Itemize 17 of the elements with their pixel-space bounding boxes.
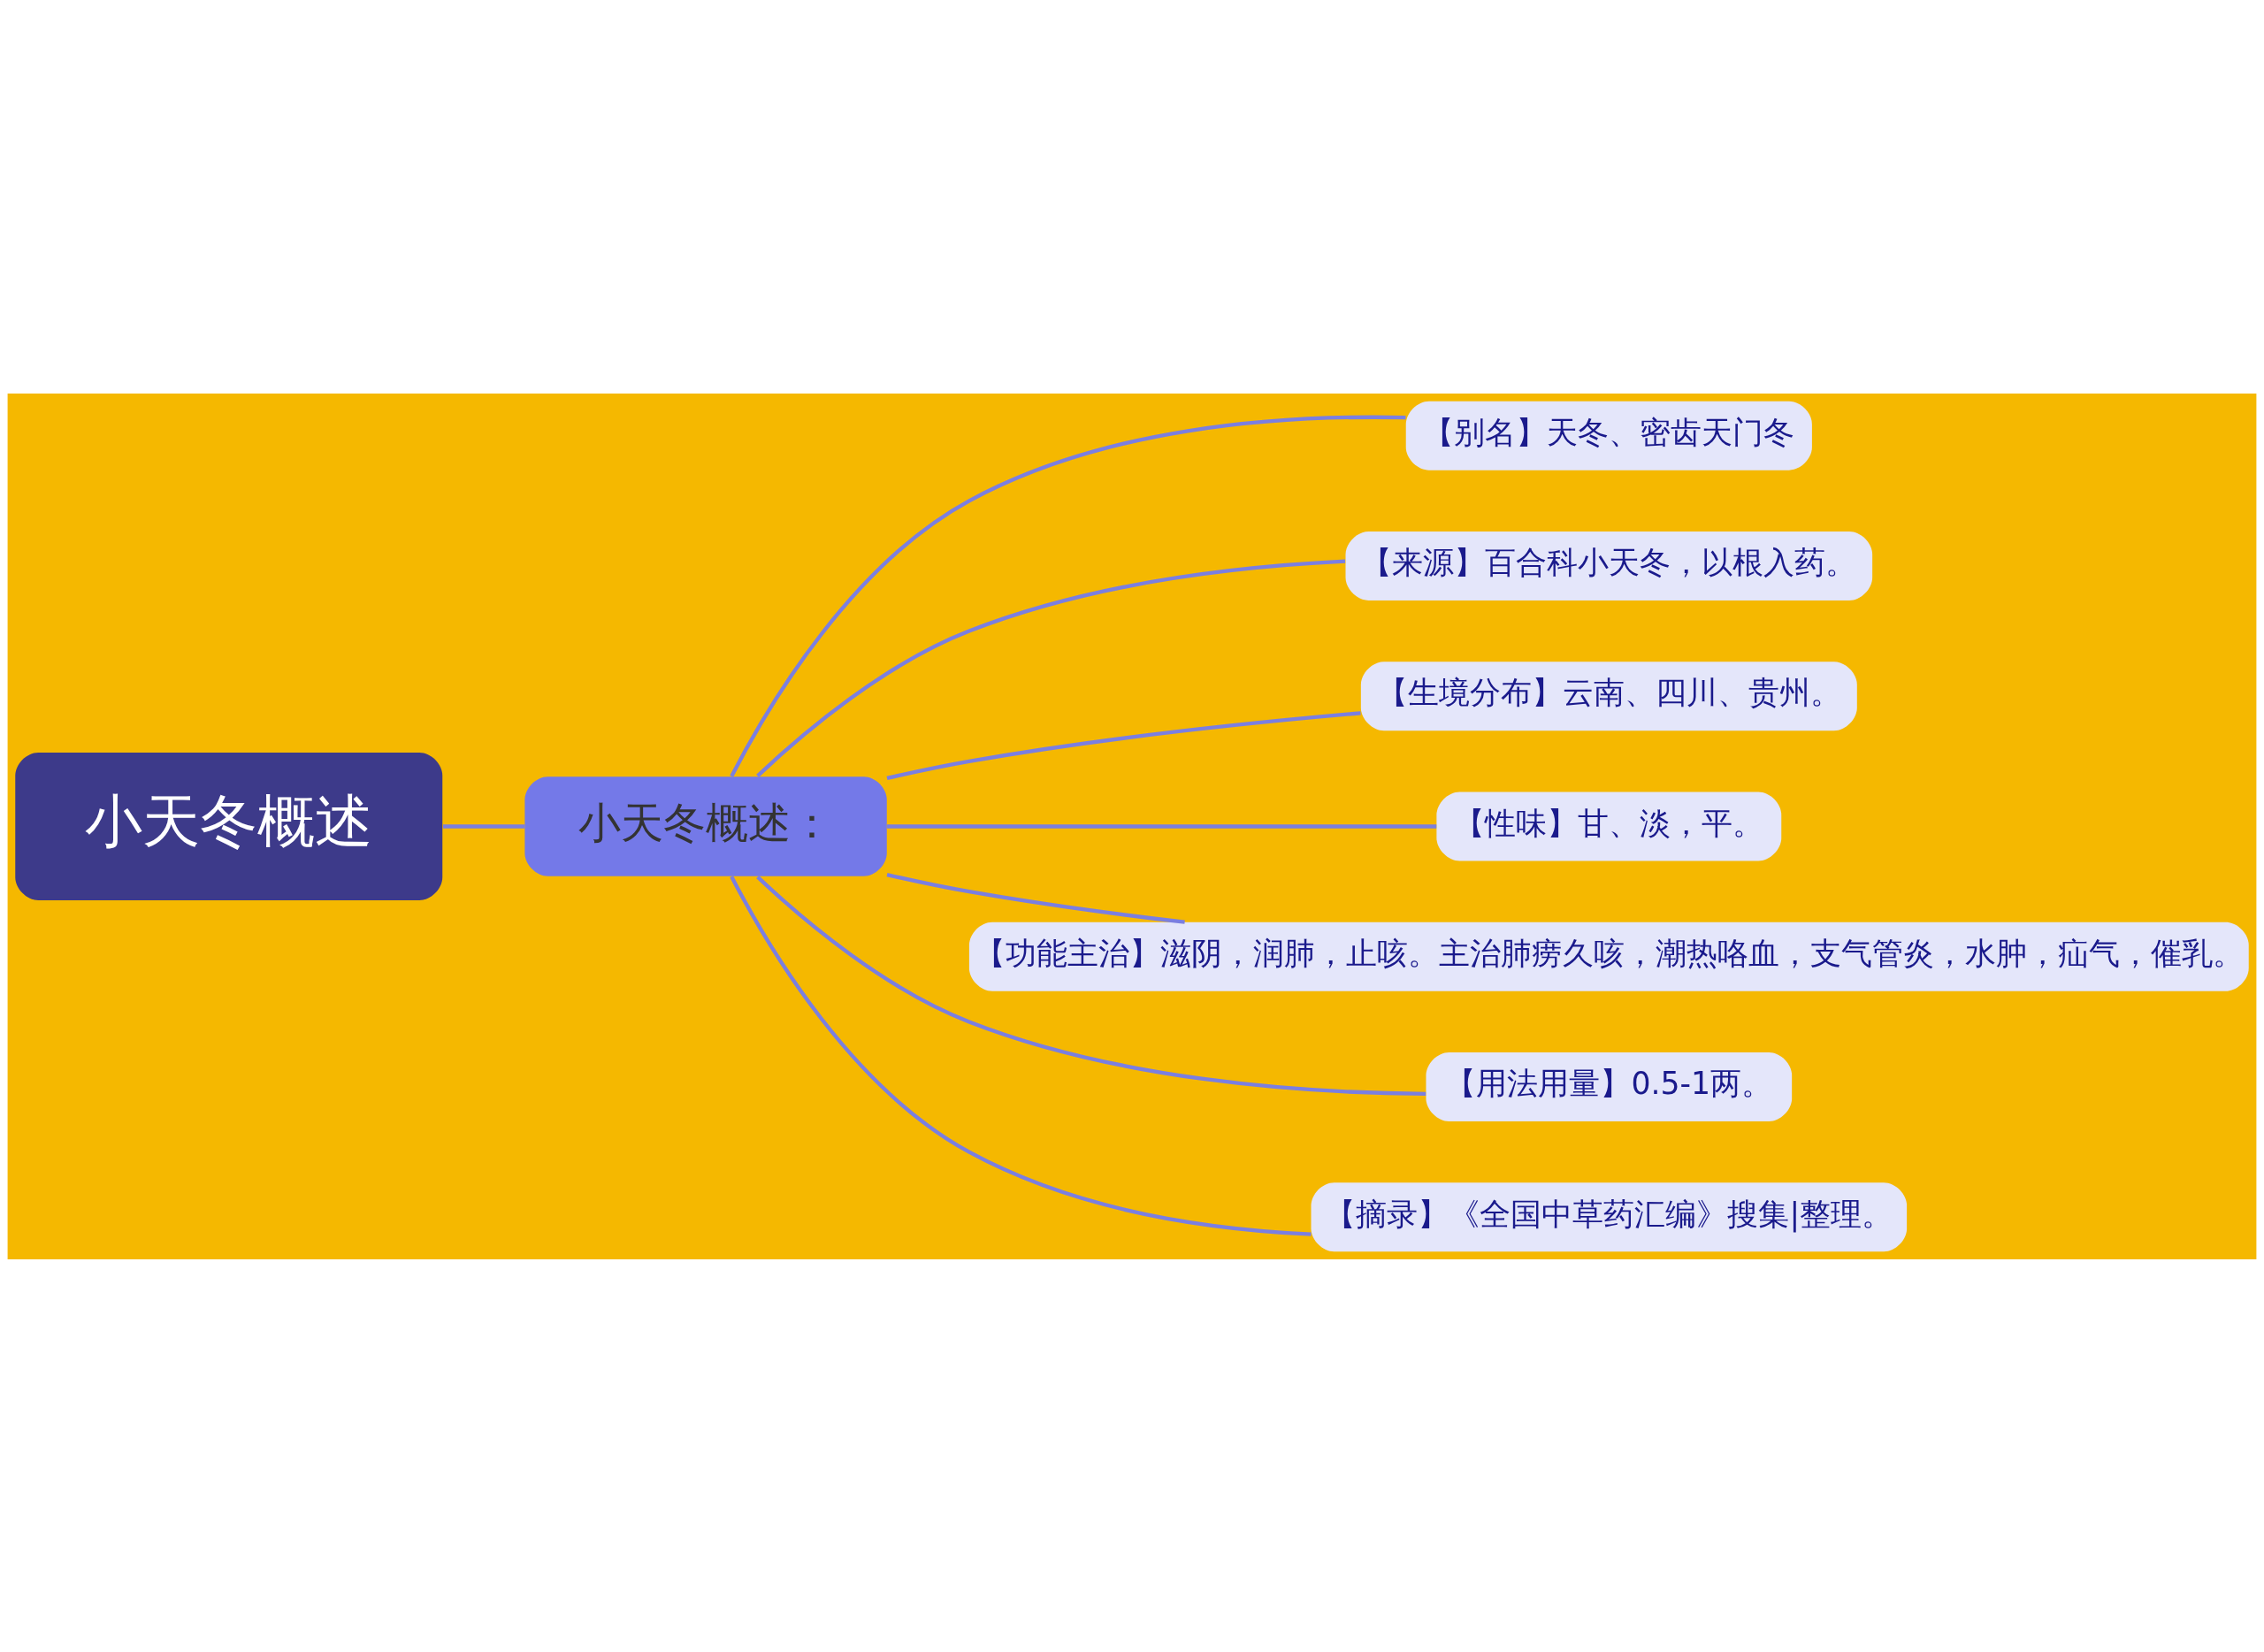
connector — [443, 823, 525, 829]
connector — [887, 823, 1437, 829]
connector — [756, 559, 1346, 777]
node-box: 小天冬概述： — [524, 776, 887, 876]
connector — [730, 875, 1312, 1236]
node-box: 【用法用量】0.5-1两。 — [1426, 1052, 1793, 1121]
node-box: 小天冬概述 — [15, 752, 443, 900]
node-box: 【生境分布】云南、四川、贵州。 — [1360, 661, 1857, 730]
node-box: 【性味】甘、淡，平。 — [1436, 792, 1782, 860]
node-box: 【摘录】《全国中草药汇编》搜集|整理。 — [1311, 1182, 1908, 1251]
node-box: 【功能主治】滋阴，润肺，止咳。主治肺痨久咳，潮热咯血，支气管炎，水肿，疝气，催乳。 — [968, 922, 2249, 991]
node-box: 【来源】百合科小天冬，以根入药。 — [1345, 531, 1873, 600]
connector — [886, 710, 1361, 780]
connector — [756, 875, 1426, 1096]
connector — [886, 872, 1185, 924]
connector — [730, 415, 1406, 777]
node-box: 【别名】天冬、密齿天门冬 — [1405, 401, 1812, 470]
